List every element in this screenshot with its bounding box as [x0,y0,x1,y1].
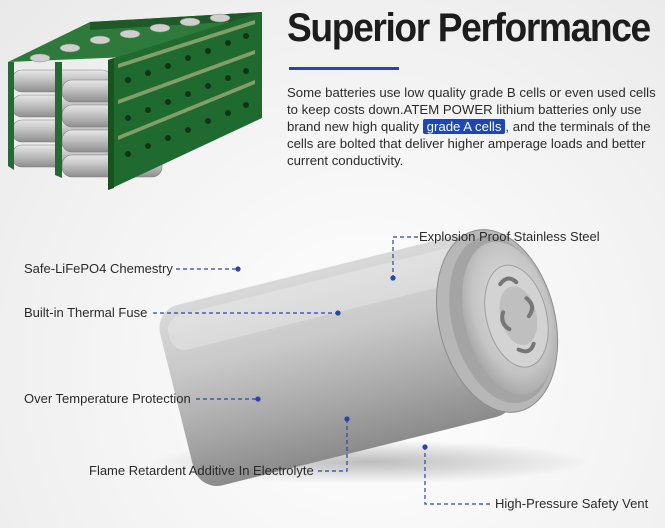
callout-leaders [153,236,490,505]
page-title: Superior Performance [287,6,651,50]
description-part-1: Some batteries use low quality grade B c… [287,85,656,134]
callout-explosion-proof: Explosion Proof Stainless Steel [419,229,600,244]
callout-dots [235,266,428,450]
description-text: Some batteries use low quality grade B c… [287,84,659,169]
title-underline [289,67,399,70]
callout-safety-vent: High-Pressure Safety Vent [495,496,649,511]
lifepo4-cell [159,229,559,486]
callout-over-temperature: Over Temperature Protection [24,391,191,406]
callout-thermal-fuse: Built-in Thermal Fuse [24,305,148,320]
description-part-2: , and the terminals of the cells are bol… [287,119,651,168]
battery-pack [8,12,262,190]
highlight-badge: grade A cells [422,119,506,134]
callout-flame-retardent: Flame Retardent Additive In Electrolyte [89,463,314,478]
callout-chemistry: Safe-LiFePO4 Chemestry [24,261,173,276]
